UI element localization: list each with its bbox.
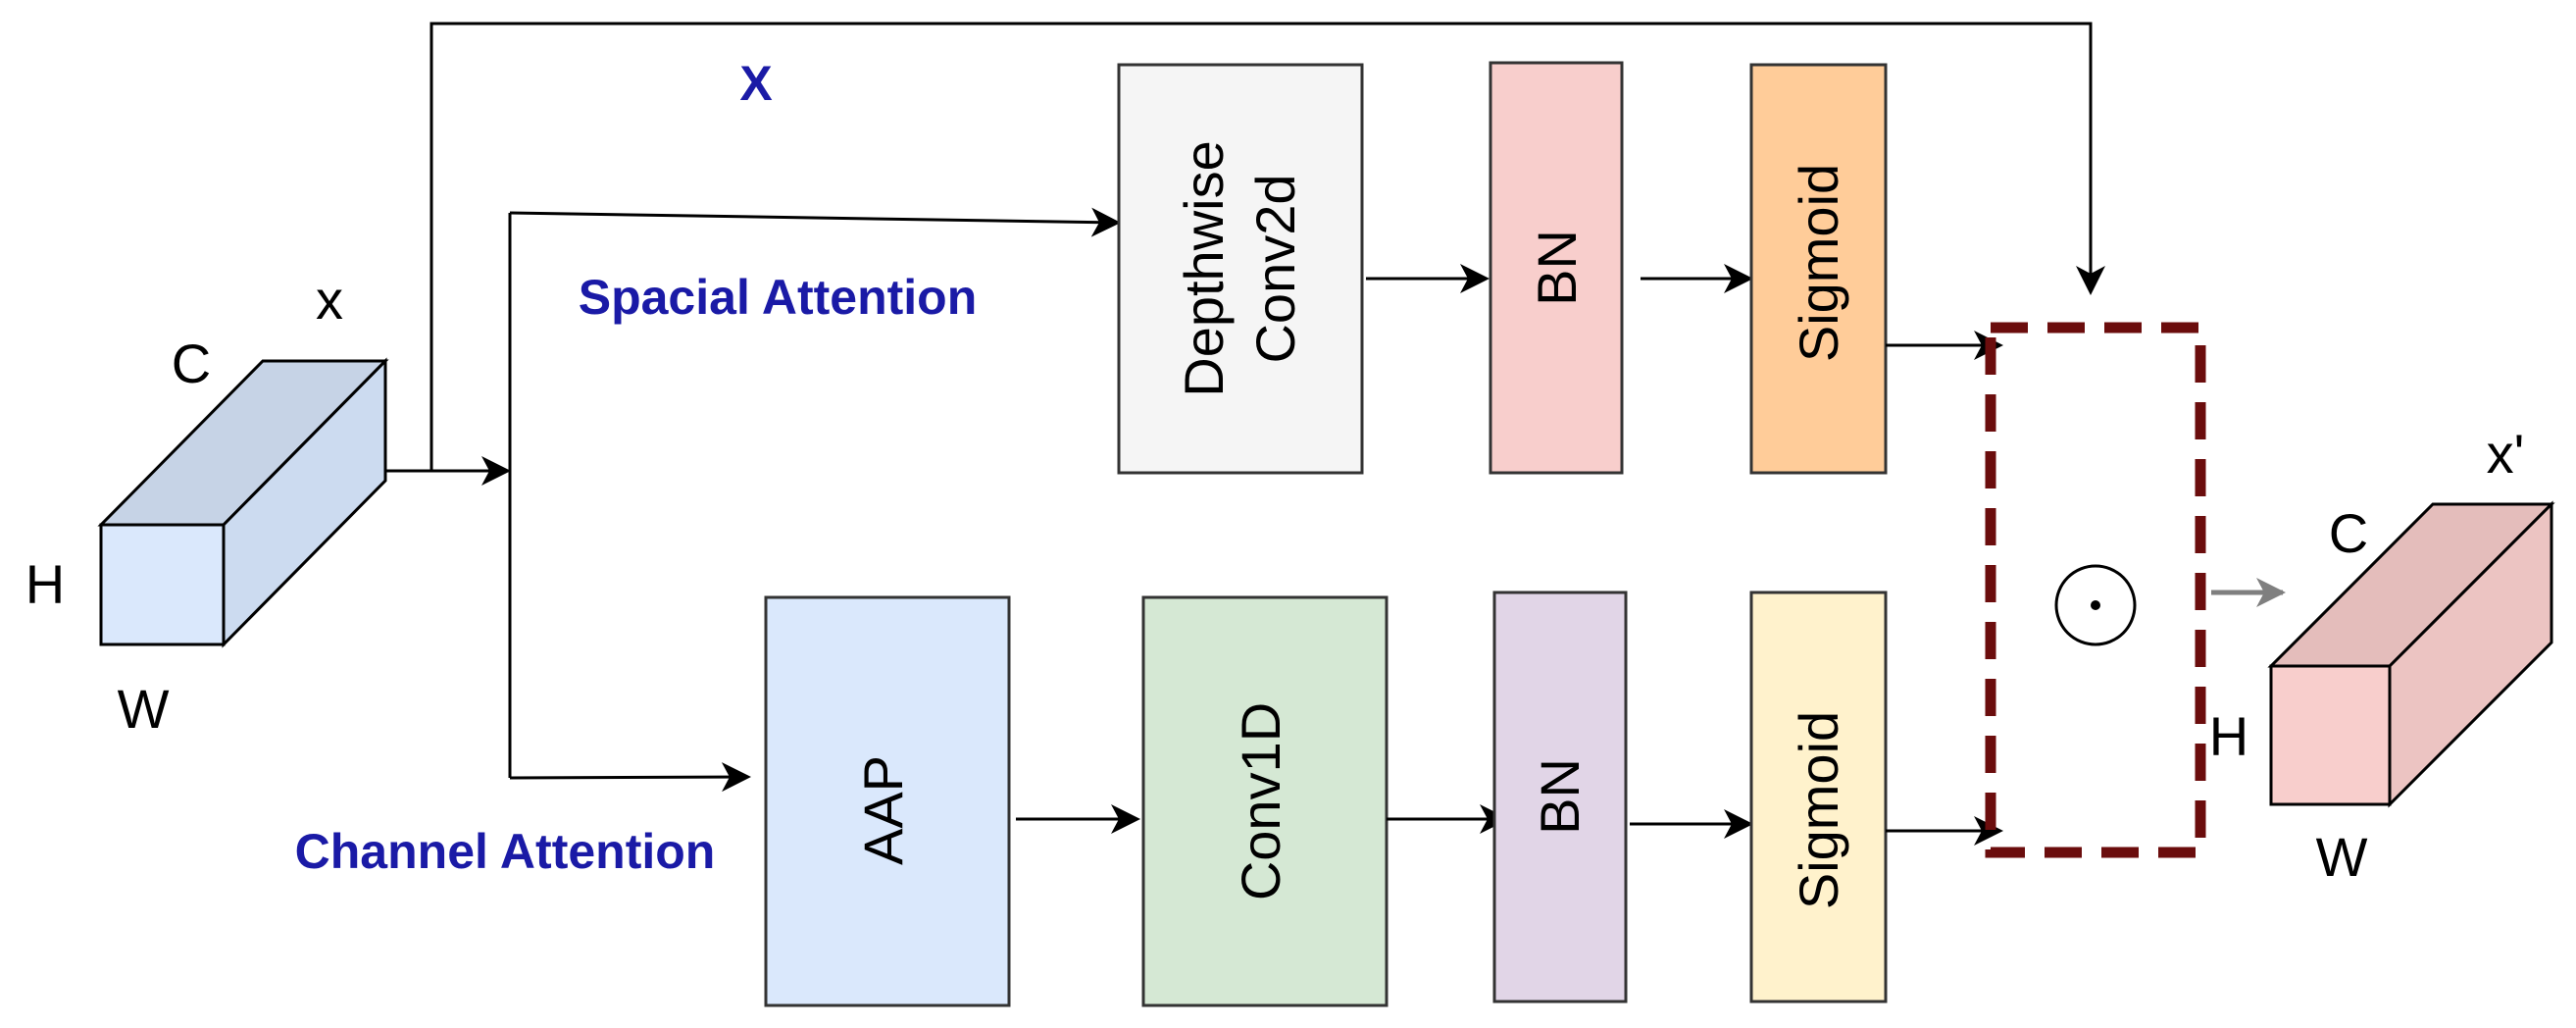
conv1d-box [1141,595,1389,1007]
input-tensor [97,357,389,648]
input-w-label: W [118,678,170,740]
aap-block: AAP [764,595,1011,1007]
aap-box [764,595,1011,1007]
bn-channel-box [1492,591,1628,1003]
output-x-label: x' [2487,423,2525,485]
depthwise-conv2d-box [1117,63,1364,475]
bn-channel-label: BN [1529,758,1591,835]
split-to-depthwise-arrow [509,207,1121,237]
bn-spatial-box [1489,61,1624,475]
depthwise-label: Depthwise [1173,140,1235,396]
input-x-label: x [316,269,343,331]
channel-attention-title: Channel Attention [295,824,716,879]
input-c-label: C [172,333,211,394]
conv1d-block: Conv1D [1141,595,1389,1007]
spatial-attention-title: Spacial Attention [579,270,978,325]
output-tensor-front [2269,664,2392,806]
output-c-label: C [2329,502,2368,564]
output-h-label: H [2209,705,2248,767]
conv2d-label: Conv2d [1244,174,1306,363]
multiply-circle [2054,564,2137,646]
sigmoid-channel-label: Sigmoid [1788,711,1849,909]
skip-connection-line [429,22,2105,471]
depthwise-conv2d-block: Depthwise Conv2d [1117,63,1364,475]
split-to-aap-arrow [509,762,751,793]
aap-label: AAP [852,755,914,865]
sigmoid-channel-block: Sigmoid [1749,591,1888,1003]
sigmoid-spatial-label: Sigmoid [1788,164,1849,362]
input-h-label: H [25,553,65,615]
sigmoid-channel-box [1749,591,1888,1003]
bn-channel-block: BN [1492,591,1628,1003]
output-w-label: W [2316,826,2368,888]
multiply-dot [2091,600,2100,610]
conv1d-label: Conv1D [1230,702,1291,900]
bn-spatial-label: BN [1526,230,1588,306]
sigmoid-spatial-box [1749,63,1888,475]
output-tensor [2267,500,2555,808]
multiply-operator-icon [2054,564,2137,646]
bn-spatial-block: BN [1489,61,1624,475]
multiply-dashed-box [1985,322,2206,858]
sigmoid-spatial-block: Sigmoid [1749,63,1888,475]
skip-x-label: X [739,56,772,111]
input-tensor-front [99,523,226,646]
